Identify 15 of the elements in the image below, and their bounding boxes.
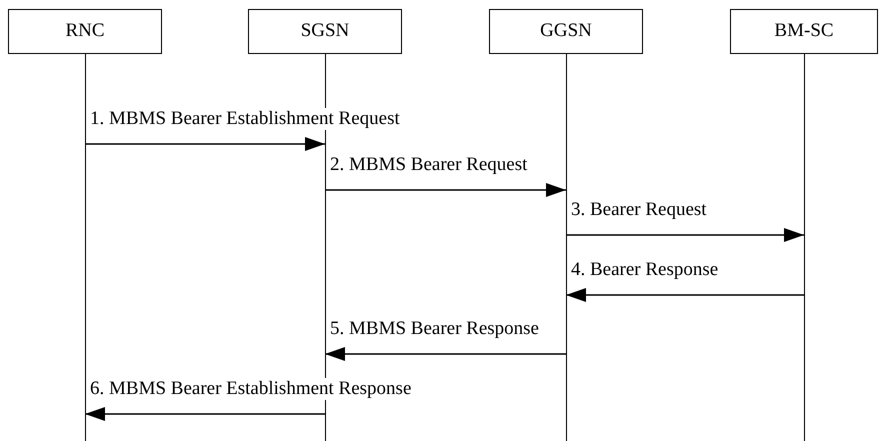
edge-label: 2. MBMS Bearer Request — [330, 154, 528, 176]
arrow — [85, 407, 325, 421]
participant-box: GGSN — [489, 9, 643, 54]
participant-box: SGSN — [248, 9, 402, 54]
edge-label: 1. MBMS Bearer Establishment Request — [90, 108, 400, 130]
edge-label: 6. MBMS Bearer Establishment Response — [90, 378, 412, 400]
arrow — [325, 347, 566, 361]
edge-label: 3. Bearer Request — [571, 199, 707, 221]
arrow — [566, 228, 804, 242]
participant-box: BM-SC — [730, 9, 878, 54]
arrow — [85, 137, 325, 151]
arrow — [566, 288, 804, 302]
arrow — [325, 183, 566, 197]
participant-box: RNC — [8, 9, 162, 54]
edge-label: 5. MBMS Bearer Response — [330, 318, 539, 340]
